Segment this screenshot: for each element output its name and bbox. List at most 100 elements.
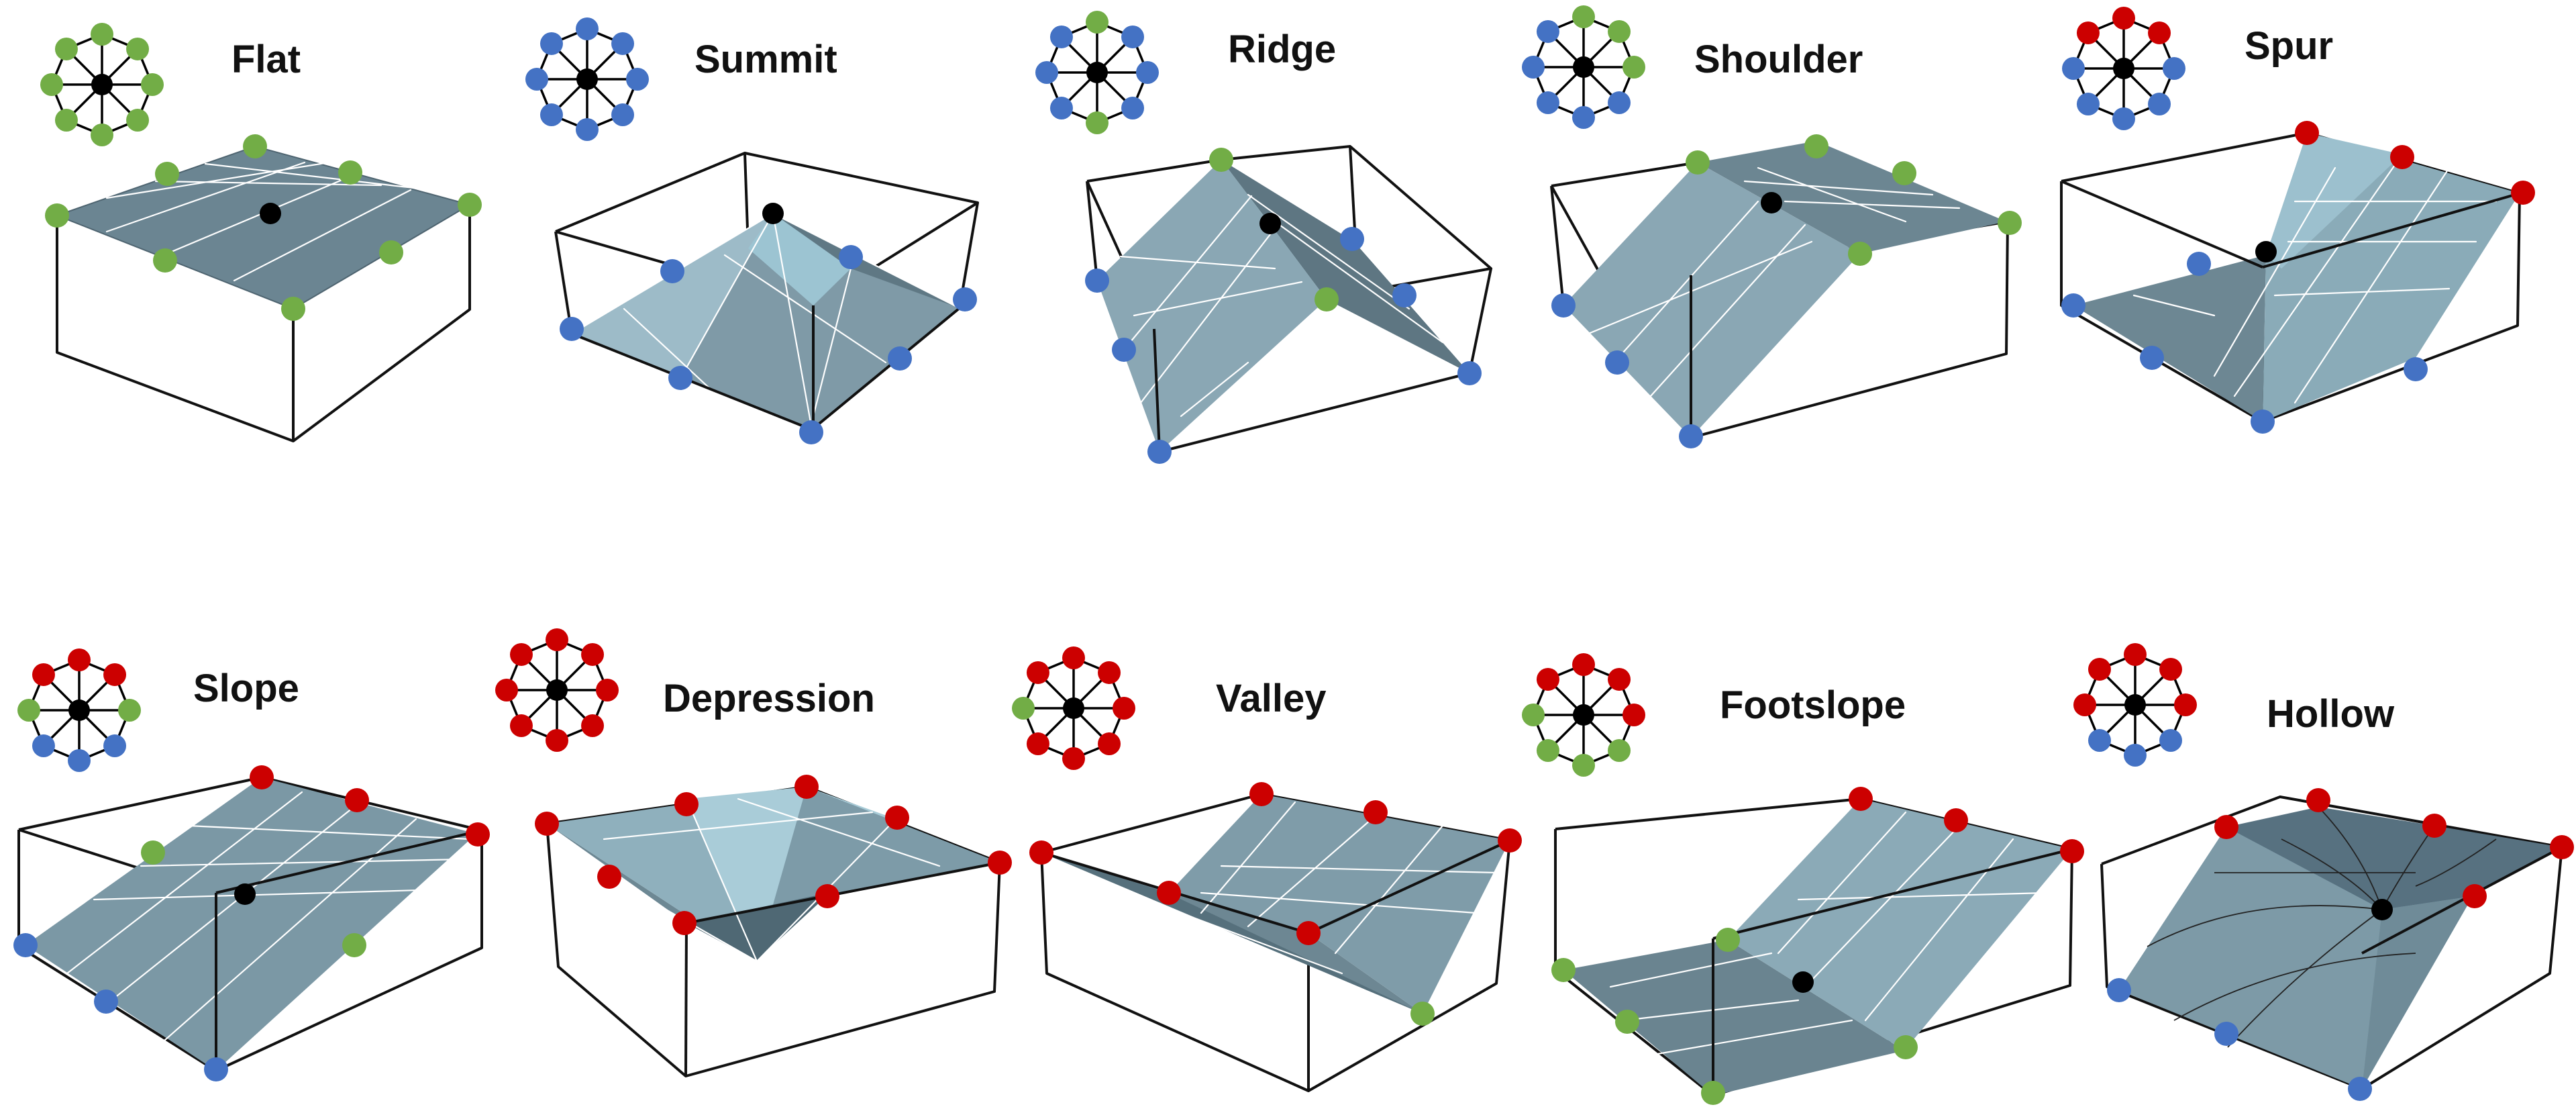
label-flat: Flat <box>231 38 301 81</box>
neighborhood-icon-ridge <box>1035 11 1159 134</box>
neighbor-cell-dot <box>539 32 563 55</box>
neighbor-cell-dot <box>576 118 599 141</box>
neighbor-cell-dot <box>2148 21 2171 44</box>
neighbor-cell-dot <box>1062 747 1085 770</box>
surface-block-ridge <box>1085 145 1492 464</box>
neighbor-cell-dot <box>141 73 164 96</box>
neighbor-cell-dot <box>596 679 619 702</box>
label-slope: Slope <box>193 667 299 710</box>
neighbor-cell-dot <box>32 663 55 686</box>
panel-slope: Slope <box>13 648 490 1081</box>
neighbor-cell-dot <box>1572 754 1595 777</box>
neighbor-cell-dot <box>495 679 518 702</box>
neighbor-cell-dot <box>581 714 605 738</box>
label-valley: Valley <box>1216 677 1326 720</box>
neighbor-cell-dot <box>54 37 78 60</box>
neighbor-cell-dot <box>546 729 568 752</box>
neighbor-cell-dot <box>1086 111 1109 134</box>
center-cell-dot <box>1573 704 1594 726</box>
surface-block-summit <box>554 152 979 444</box>
neighbor-cell-dot <box>1536 739 1559 763</box>
surface-block-flat <box>45 134 482 442</box>
center-cell-dot <box>576 68 598 90</box>
neighbor-cell-dot <box>1026 732 1049 756</box>
points-depression <box>535 775 1012 935</box>
neighbor-cell-dot <box>2076 21 2100 44</box>
neighbor-cell-dot <box>1098 732 1121 756</box>
neighbor-cell-dot <box>2148 93 2171 116</box>
points-shoulder <box>1551 134 2022 448</box>
neighbor-cell-dot <box>1572 653 1595 676</box>
panel-flat: Flat <box>40 23 482 442</box>
neighbor-cell-dot <box>2112 7 2135 30</box>
points-valley <box>1029 782 1522 1026</box>
center-cell-dot <box>546 679 568 701</box>
neighbor-cell-dot <box>1608 91 1631 115</box>
neighbor-cell-dot <box>2088 657 2111 681</box>
neighbor-cell-dot <box>103 734 127 758</box>
surface-block-valley <box>1029 782 1522 1092</box>
points-summit <box>560 203 977 444</box>
neighborhood-icon-hollow <box>2073 643 2197 767</box>
points-footslope <box>1551 787 2084 1105</box>
label-footslope: Footslope <box>1720 683 1906 727</box>
neighbor-cell-dot <box>539 103 563 127</box>
neighbor-cell-dot <box>103 663 127 686</box>
label-shoulder: Shoulder <box>1694 38 1863 81</box>
neighbor-cell-dot <box>2112 107 2135 130</box>
neighbor-cell-dot <box>626 68 649 91</box>
panel-shoulder: Shoulder <box>1522 5 2022 448</box>
neighbor-cell-dot <box>40 73 63 96</box>
neighbor-cell-dot <box>1012 697 1035 720</box>
neighbor-cell-dot <box>1049 25 1073 48</box>
neighbor-cell-dot <box>1121 97 1145 120</box>
label-ridge: Ridge <box>1228 28 1336 71</box>
neighbor-cell-dot <box>2163 57 2185 80</box>
center-cell-dot <box>68 699 90 721</box>
neighbor-cell-dot <box>1622 56 1645 79</box>
center-cell-dot <box>1063 697 1084 719</box>
neighborhood-icon-valley <box>1012 646 1135 770</box>
neighborhood-icon-slope <box>17 648 141 772</box>
neighbor-cell-dot <box>2124 744 2147 767</box>
neighborhood-icon-shoulder <box>1522 5 1645 129</box>
center-cell-dot <box>1086 62 1108 83</box>
surface-block-footslope <box>1551 787 2084 1105</box>
surface-block-depression <box>535 775 1012 1077</box>
neighbor-cell-dot <box>1622 704 1645 726</box>
neighbor-cell-dot <box>68 648 91 671</box>
neighbor-cell-dot <box>576 17 599 40</box>
neighbor-cell-dot <box>2159 729 2183 753</box>
neighborhood-icon-footslope <box>1522 653 1645 777</box>
neighbor-cell-dot <box>1608 19 1631 43</box>
neighbor-cell-dot <box>91 23 113 46</box>
center-cell-dot <box>1573 56 1594 78</box>
neighbor-cell-dot <box>1572 106 1595 129</box>
neighbor-cell-dot <box>1608 667 1631 691</box>
neighbor-cell-dot <box>1086 11 1109 34</box>
neighbor-cell-dot <box>91 124 113 146</box>
neighbor-cell-dot <box>2174 693 2197 716</box>
points-slope <box>13 765 490 1081</box>
neighbor-cell-dot <box>2073 693 2096 716</box>
panel-ridge: Ridge <box>1035 11 1492 464</box>
neighbor-cell-dot <box>2062 57 2085 80</box>
neighbor-cell-dot <box>509 714 533 738</box>
neighborhood-icon-spur <box>2062 7 2185 130</box>
neighbor-cell-dot <box>54 109 78 132</box>
panel-valley: Valley <box>1012 646 1522 1092</box>
surface-block-slope <box>13 765 490 1081</box>
neighbor-cell-dot <box>525 68 548 91</box>
neighbor-cell-dot <box>1098 661 1121 684</box>
neighbor-cell-dot <box>1026 661 1049 684</box>
neighbor-cell-dot <box>1035 61 1058 84</box>
points-flat <box>45 134 482 321</box>
neighborhood-icon-depression <box>495 628 619 752</box>
neighbor-cell-dot <box>1608 739 1631 763</box>
neighbor-cell-dot <box>1121 25 1145 48</box>
neighbor-cell-dot <box>546 628 568 651</box>
label-spur: Spur <box>2245 24 2333 68</box>
points-spur <box>2061 121 2535 434</box>
panel-depression: Depression <box>495 628 1012 1077</box>
label-summit: Summit <box>694 38 837 81</box>
